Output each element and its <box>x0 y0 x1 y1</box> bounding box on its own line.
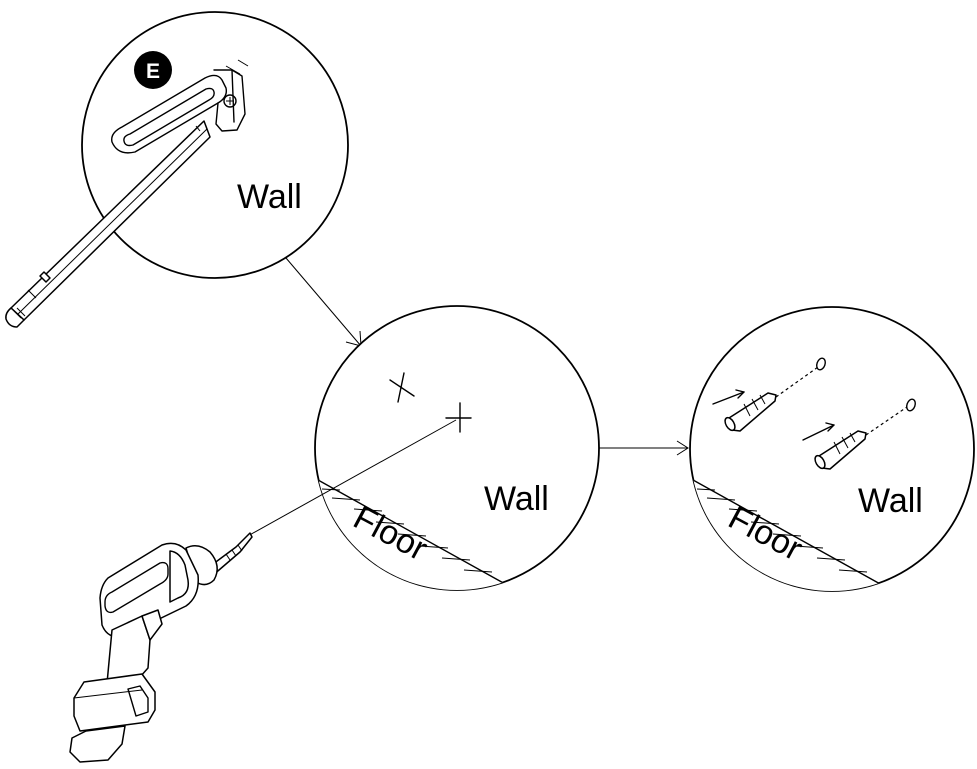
marking-detail-circle <box>81 11 349 279</box>
wall-label: Wall <box>237 178 302 216</box>
arrow-marking-to-drilling <box>285 257 362 347</box>
wall-label: Wall <box>858 482 923 520</box>
wall-plug-anchor-icon <box>802 398 916 470</box>
drilling-panel: Wall Floor <box>245 305 600 591</box>
wall-bracket-icon <box>111 59 249 154</box>
anchors-panel: Wall Floor <box>689 306 975 592</box>
drill-target-mark <box>445 402 472 433</box>
drill-sight-line <box>245 419 457 538</box>
floor-hatch <box>690 469 883 591</box>
wall-plug-anchor-icon <box>712 357 826 432</box>
step-letter: E <box>146 60 160 83</box>
marking-panel: E Wall <box>5 11 349 328</box>
power-drill-icon <box>69 532 253 763</box>
pencil-mark <box>389 372 415 403</box>
step-badge: E <box>134 51 172 89</box>
arrow-drilling-to-anchors <box>596 440 689 456</box>
floor-hatch <box>315 469 508 590</box>
pencil-icon <box>5 120 211 328</box>
wall-label: Wall <box>484 480 549 518</box>
